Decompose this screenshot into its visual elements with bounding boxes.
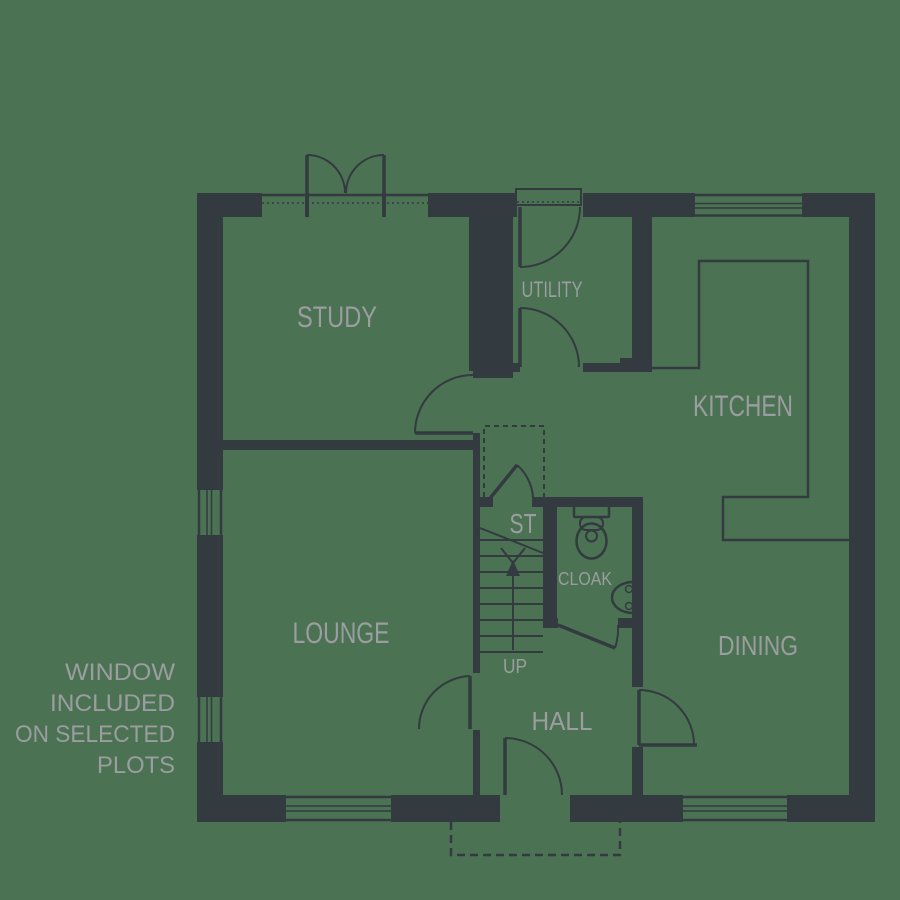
wall-segment [469, 217, 513, 371]
stairs-dashed-outline [483, 425, 545, 497]
door-jamb [305, 193, 309, 217]
window-symbol-kitchen [695, 193, 802, 217]
wall-segment [543, 618, 558, 628]
stairs-up-label: UP [503, 656, 527, 678]
room-label-dining: DINING [718, 630, 798, 661]
room-label-lounge: LOUNGE [293, 617, 390, 650]
toilet-icon [572, 502, 611, 560]
french-door-symbol-study [262, 154, 428, 217]
wall-segment [473, 730, 480, 795]
wall-segment [583, 193, 695, 217]
up-arrow-icon [500, 547, 526, 650]
note-line: PLOTS [97, 752, 175, 779]
walls [197, 193, 875, 822]
door-jamb [382, 193, 386, 217]
room-label-utility: UTILITY [522, 277, 583, 302]
wall-segment [223, 440, 480, 450]
wall-segment [473, 371, 513, 378]
window-symbol-dining-bottom [683, 795, 787, 822]
door-swing-symbol-utility [518, 307, 580, 368]
wall-segment [473, 450, 480, 673]
staircase [479, 425, 545, 653]
window-symbol-lounge-left-upper [197, 490, 223, 535]
note-line: INCLUDED [50, 690, 175, 717]
wall-segment [473, 497, 493, 507]
wall-segment [532, 497, 643, 507]
wall-segment [543, 507, 557, 618]
room-label-hall: HALL [532, 706, 593, 736]
porch-dashed-outline [449, 822, 622, 857]
wall-segment [632, 507, 643, 687]
door-swing-symbol-store [485, 463, 534, 504]
room-label-store: ST [510, 508, 537, 539]
note-line: WINDOW [65, 659, 175, 686]
basin-icon [610, 580, 634, 615]
door-swing-symbol-lounge [418, 675, 472, 730]
wall-segment [632, 217, 652, 358]
wall-segment [849, 193, 875, 822]
wall-segment [428, 193, 517, 217]
room-label-study: STUDY [297, 301, 377, 334]
wall-segment [632, 747, 643, 795]
wall-segment [583, 363, 620, 372]
wall-segment [473, 433, 480, 440]
wall-segment [197, 535, 223, 697]
door-swing-symbol-front [503, 737, 563, 796]
window-symbol-lounge-left-lower [197, 697, 223, 742]
wall-segment [197, 742, 223, 795]
wall-segment [570, 795, 683, 822]
window-symbol-lounge-bottom [286, 795, 391, 822]
door-swing-symbol-utility-back [515, 188, 582, 268]
room-label-cloak: CLOAK [558, 569, 612, 589]
kitchen-counter-outline [652, 259, 849, 542]
wall-segment [197, 193, 223, 490]
stair-break-line [479, 527, 544, 554]
wall-segment [620, 358, 652, 372]
wall-segment [513, 363, 520, 372]
wall-segment [391, 795, 500, 822]
wall-segment [618, 618, 633, 628]
door-swing-symbol-cloak [557, 623, 620, 650]
door-swing-symbol-dining [637, 689, 697, 747]
plot-note: WINDOW INCLUDED ON SELECTED PLOTS [15, 659, 175, 779]
note-line: ON SELECTED [15, 721, 175, 748]
wall-segment [197, 795, 286, 822]
door-swing-symbol-study [414, 374, 474, 435]
stair-treads [480, 539, 543, 653]
room-label-kitchen: KITCHEN [693, 390, 793, 423]
